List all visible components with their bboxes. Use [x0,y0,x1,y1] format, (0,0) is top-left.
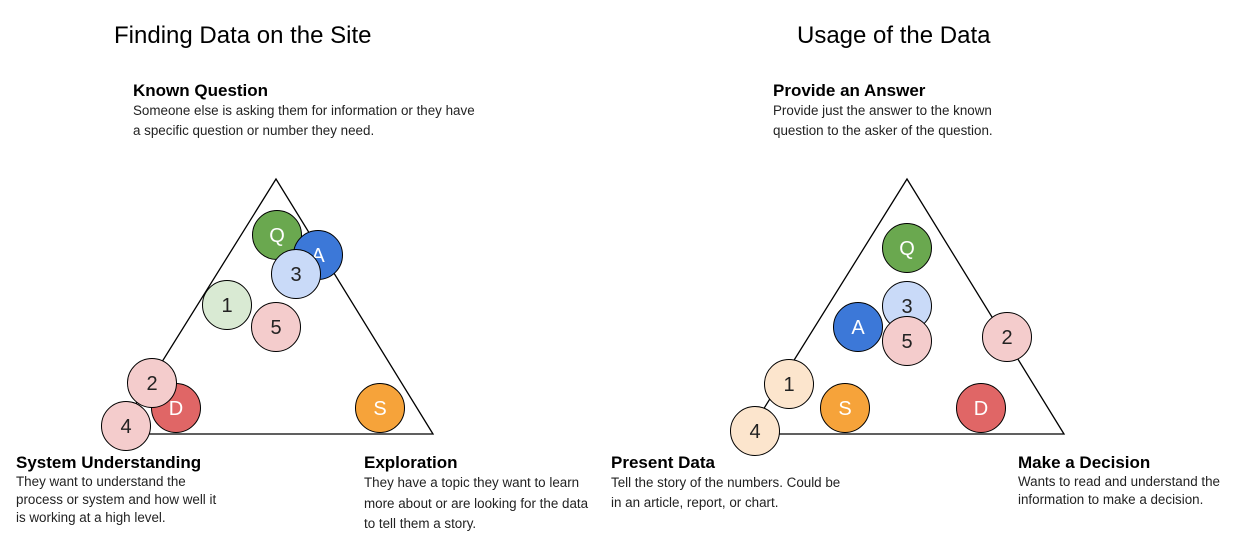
marker-circle [251,302,301,352]
corner-title-present-data: Present Data [611,453,715,472]
marker-a: A [833,302,883,352]
marker-4: 4 [101,401,151,451]
marker-label: S [373,398,386,420]
marker-2: 2 [982,312,1032,362]
marker-1: 1 [764,359,814,409]
marker-2: 2 [127,358,177,408]
marker-1: 1 [202,280,252,330]
corner-desc-known-question: Someone else is asking them for informat… [133,103,475,138]
marker-label: Q [899,238,915,260]
marker-circle [956,383,1006,433]
marker-label: 2 [1001,327,1012,349]
corner-title-make-a-decision: Make a Decision [1018,453,1151,472]
marker-circle [271,249,321,299]
marker-circle [101,401,151,451]
marker-circle [820,383,870,433]
corner-title-provide-an-answer: Provide an Answer [773,81,926,100]
marker-label: 4 [749,421,760,443]
panel-1-left-label: System Understanding They want to unders… [16,452,228,527]
marker-s: S [820,383,870,433]
marker-label: 3 [290,264,301,286]
marker-label: 1 [783,374,794,396]
panel-1-right-label: Exploration They have a topic they want … [364,452,596,535]
marker-5: 5 [882,316,932,366]
triangle-finding-data [115,177,435,435]
marker-label: 5 [270,317,281,339]
marker-3: 3 [271,249,321,299]
marker-label: 5 [901,331,912,353]
marker-5: 5 [251,302,301,352]
corner-desc-system-understanding: They want to understand the process or s… [16,474,217,525]
marker-circle [355,383,405,433]
marker-label: 1 [221,295,232,317]
panel-2-right-label: Make a Decision Wants to read and unders… [1018,452,1250,509]
marker-q: Q [882,223,932,273]
marker-s: S [355,383,405,433]
corner-desc-exploration: They have a topic they want to learn mor… [364,475,589,531]
panel-2-top-label: Provide an Answer Provide just the answe… [773,80,1023,140]
corner-title-exploration: Exploration [364,453,458,472]
marker-circle [833,302,883,352]
panel-1-top-label: Known Question Someone else is asking th… [133,80,483,140]
marker-4: 4 [730,406,780,456]
marker-label: Q [269,225,285,247]
corner-title-known-question: Known Question [133,81,269,100]
corner-desc-make-a-decision: Wants to read and understand the informa… [1018,474,1220,507]
marker-label: S [838,398,851,420]
marker-circle [127,358,177,408]
marker-label: 4 [120,416,131,438]
panel-2-left-label: Present Data Tell the story of the numbe… [611,452,851,512]
marker-circle [882,316,932,366]
marker-label: A [851,317,865,339]
panel-1-title: Finding Data on the Site [114,22,372,49]
panel-2-markers: Q 3A 5 2 1S D 4 [730,223,1032,456]
triangle-usage-of-data [746,177,1066,435]
marker-label: D [974,398,988,420]
marker-q: Q [252,210,302,260]
corner-title-system-understanding: System Understanding [16,453,202,472]
marker-d: D [956,383,1006,433]
marker-circle [730,406,780,456]
marker-circle [202,280,252,330]
corner-desc-provide-an-answer: Provide just the answer to the known que… [773,103,993,138]
marker-circle [764,359,814,409]
corner-desc-present-data: Tell the story of the numbers. Could be … [611,475,841,510]
marker-label: 2 [146,373,157,395]
marker-circle [882,223,932,273]
panel-2-title: Usage of the Data [797,22,991,49]
marker-label: 3 [901,296,912,318]
marker-circle [982,312,1032,362]
marker-label: D [169,398,183,420]
